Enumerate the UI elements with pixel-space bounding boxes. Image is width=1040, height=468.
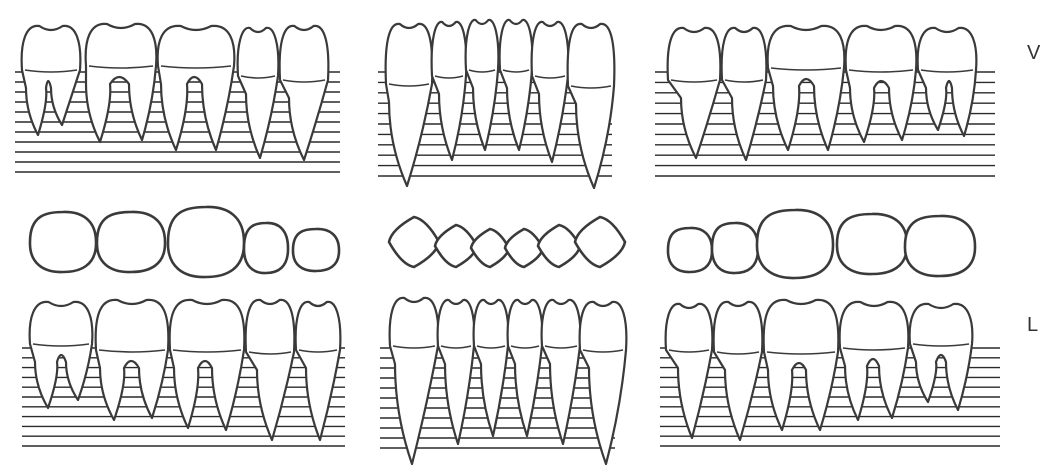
tooth-upper-left-4 — [238, 28, 279, 158]
tooth-lower-left-2 — [96, 300, 169, 420]
tooth-upper-center-5 — [532, 22, 569, 162]
tooth-upper-right-2 — [722, 28, 767, 160]
tooth-upper-left-5 — [280, 26, 329, 160]
tooth-lower-right-5 — [910, 304, 973, 410]
tooth-lower-center-1 — [390, 298, 439, 464]
occlusal-right-3 — [757, 210, 833, 278]
occlusal-left-1 — [30, 212, 96, 272]
tooth-lower-center-5 — [542, 300, 581, 444]
tooth-lower-left-3 — [170, 300, 245, 430]
label-vestibular: V — [1027, 42, 1040, 65]
tooth-upper-right-3 — [768, 26, 845, 150]
tooth-upper-center-2 — [432, 22, 467, 160]
tooth-lower-center-2 — [438, 300, 475, 444]
occlusal-right-5 — [905, 216, 975, 276]
occlusal-center-4 — [505, 229, 543, 267]
occlusal-right-4 — [837, 214, 907, 274]
occlusal-right-2 — [712, 223, 758, 273]
label-lingual: L — [1027, 314, 1038, 337]
tooth-lower-left-1 — [30, 302, 93, 408]
occlusal-left-5 — [293, 229, 339, 271]
occlusal-center-5 — [538, 225, 580, 267]
tooth-lower-left-5 — [296, 302, 341, 440]
tooth-upper-center-3 — [466, 20, 499, 150]
tooth-lower-right-3 — [764, 300, 839, 430]
tooth-lower-right-4 — [840, 302, 909, 420]
tooth-upper-right-5 — [918, 28, 977, 136]
tooth-lower-right-2 — [714, 302, 763, 440]
occlusal-left-3 — [168, 207, 244, 277]
occlusal-center-3 — [471, 229, 509, 267]
tooth-lower-right-1 — [666, 304, 713, 438]
tooth-lower-left-4 — [246, 300, 295, 440]
occlusal-center-6 — [575, 217, 625, 267]
tooth-upper-center-4 — [500, 20, 533, 150]
tooth-upper-center-6 — [568, 24, 615, 188]
tooth-upper-center-1 — [386, 24, 433, 186]
tooth-upper-left-1 — [22, 26, 81, 135]
tooth-upper-left-2 — [86, 24, 157, 142]
tooth-lower-center-6 — [580, 302, 627, 464]
occlusal-left-4 — [244, 223, 288, 273]
occlusal-right-1 — [668, 228, 712, 272]
occlusal-left-2 — [97, 212, 165, 272]
occlusal-center-1 — [389, 217, 439, 267]
